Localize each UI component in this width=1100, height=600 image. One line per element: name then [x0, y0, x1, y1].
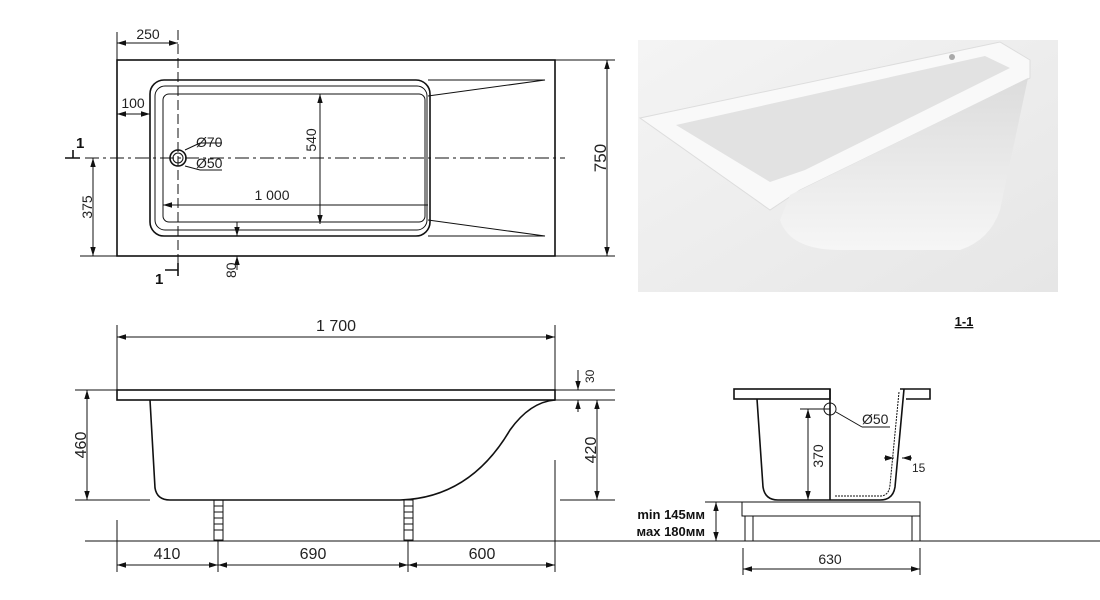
leg-2: [403, 499, 414, 541]
top-view: 250 100 Ø70 Ø50 540 1 000 375 750 80 1 1: [65, 26, 615, 288]
dim-600: 600: [469, 546, 496, 563]
dim-460: 460: [73, 432, 90, 459]
section-mark-bottom: 1: [155, 271, 163, 288]
dim-15: 15: [912, 461, 926, 475]
side-view: 1 700 460 420 30 410 690 600 min 145мм м…: [73, 318, 1100, 572]
dim-30: 30: [583, 369, 597, 383]
section-view: 370 Ø50 15 630: [733, 388, 931, 575]
dim-d70: Ø70: [196, 134, 223, 150]
dim-section-d50: Ø50: [862, 411, 889, 427]
dim-410: 410: [154, 546, 181, 563]
dim-100: 100: [121, 95, 145, 111]
section-label: 1-1: [955, 314, 974, 329]
dim-750: 750: [591, 144, 610, 172]
dim-420: 420: [583, 437, 600, 464]
drain-icon: [169, 149, 187, 167]
dim-375: 375: [79, 195, 95, 219]
dim-1700: 1 700: [316, 318, 356, 335]
bathtub-photo: [638, 40, 1058, 292]
dim-80: 80: [223, 262, 239, 278]
min-height-label: min 145мм: [637, 507, 705, 522]
max-height-label: мах 180мм: [637, 524, 705, 539]
dim-540: 540: [303, 128, 319, 152]
dim-370: 370: [810, 444, 826, 468]
dim-d50: Ø50: [196, 155, 223, 171]
dim-630: 630: [818, 551, 842, 567]
dim-1000: 1 000: [254, 187, 289, 203]
leg-1: [213, 499, 224, 541]
dim-690: 690: [300, 546, 327, 563]
section-mark-top: 1: [76, 135, 84, 152]
dim-250: 250: [136, 26, 160, 42]
